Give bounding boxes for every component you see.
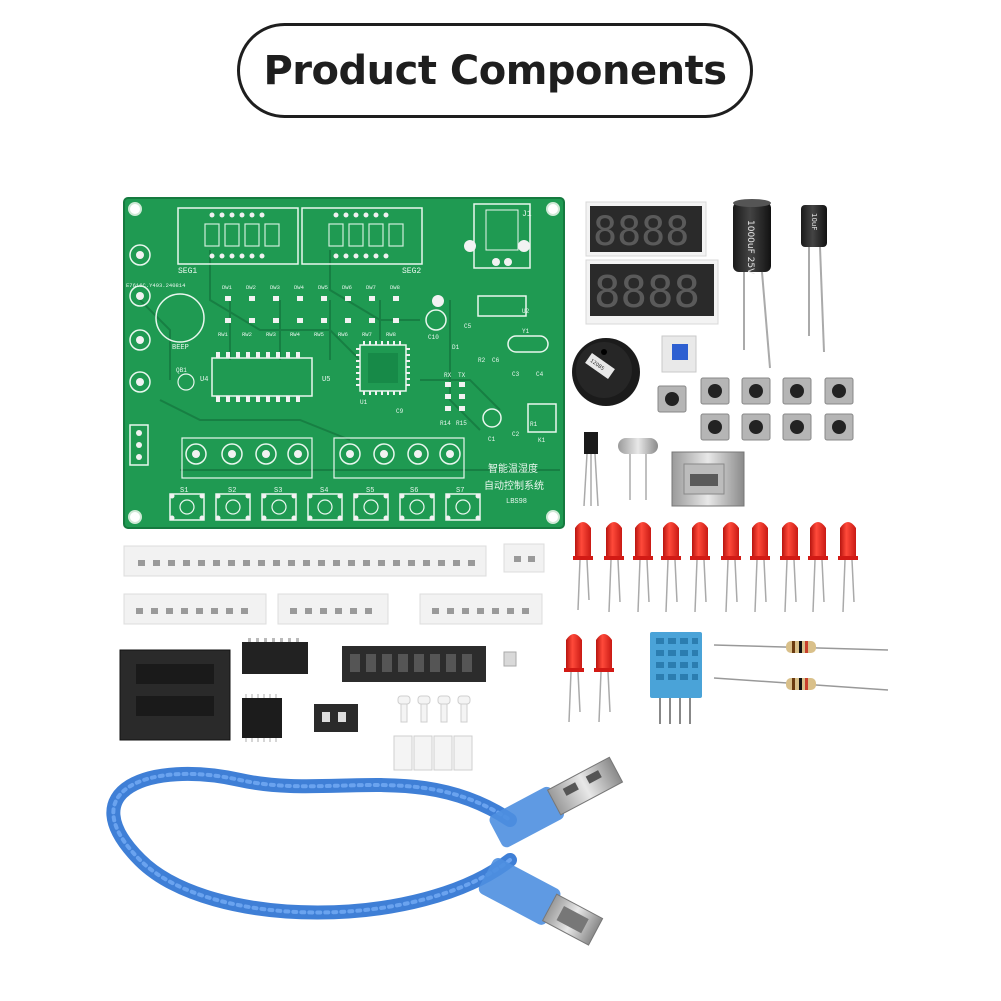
svg-text:S4: S4 [320, 487, 328, 495]
seven-segment-display-1: 8888 [585, 201, 707, 257]
led-group-2 [564, 634, 614, 723]
seg2-label: SEG2 [402, 267, 421, 276]
usb-b-socket [671, 451, 745, 507]
r14-label: R14 [440, 420, 451, 427]
rx-label: RX [444, 372, 452, 379]
capacitor-large: 1000uF 25V [733, 199, 771, 369]
tx-label: TX [458, 372, 466, 379]
seven-segment-display-2: 8888 [585, 259, 719, 325]
c10-label: C10 [428, 334, 439, 341]
title-banner: Product Components [237, 23, 753, 118]
r15-label: R15 [456, 420, 467, 427]
usb-cable [106, 756, 624, 946]
self-lock-switch [661, 335, 697, 373]
c6-label: C6 [492, 357, 500, 364]
r2-label: R2 [478, 357, 486, 364]
svg-text:DW1: DW1 [222, 284, 233, 291]
tactile-buttons [657, 377, 854, 441]
svg-text:10uF: 10uF [810, 213, 818, 230]
svg-text:RW7: RW7 [362, 331, 372, 338]
led-group-1 [573, 522, 858, 613]
c4-label: C4 [536, 371, 544, 378]
svg-text:RW5: RW5 [314, 331, 324, 338]
u4-label: U4 [200, 376, 208, 384]
svg-text:DW4: DW4 [294, 284, 305, 291]
svg-text:S3: S3 [274, 487, 282, 495]
svg-text:1000uF 25V: 1000uF 25V [745, 220, 755, 275]
resistor-1 [713, 641, 889, 653]
beep-label: BEEP [172, 344, 189, 352]
svg-text:RW4: RW4 [290, 331, 301, 338]
standoffs-screws [393, 695, 473, 771]
smd-tape-strips [123, 543, 545, 625]
svg-text:S2: S2 [228, 487, 236, 495]
board-code: E7616C.Y493.240814 [126, 282, 186, 289]
svg-text:DW3: DW3 [270, 284, 280, 291]
d1-label: D1 [452, 344, 460, 351]
svg-text:S6: S6 [410, 487, 418, 495]
board-cn-title-2: 自动控制系统 [484, 479, 544, 492]
u1-label: U1 [360, 399, 368, 406]
svg-text:RW1: RW1 [218, 331, 229, 338]
qb1-label: QB1 [176, 367, 187, 374]
page-title: Product Components [263, 47, 727, 94]
crystal-oscillator [618, 438, 658, 500]
svg-text:RW8: RW8 [386, 331, 396, 338]
u2-label: U2 [522, 308, 530, 315]
svg-text:S7: S7 [456, 487, 464, 495]
seg1-label: SEG1 [178, 267, 197, 276]
y1-label: Y1 [522, 328, 530, 335]
board-cn-title-1: 智能温湿度 [488, 462, 538, 475]
svg-text:DW6: DW6 [342, 284, 352, 291]
capacitor-small: 10uF [801, 205, 827, 353]
svg-text:RW3: RW3 [266, 331, 276, 338]
c9-label: C9 [396, 408, 404, 415]
svg-text:S1: S1 [180, 487, 188, 495]
u5-label: U5 [322, 376, 330, 384]
svg-text:S5: S5 [366, 487, 374, 495]
buzzer: 12085 [572, 338, 640, 406]
c1-label: C1 [488, 436, 496, 443]
svg-text:DW5: DW5 [318, 284, 328, 291]
svg-text:RW2: RW2 [242, 331, 252, 338]
board-model: LBS98 [506, 498, 527, 506]
c5-label: C5 [464, 323, 472, 330]
switch-footprints: S1 S2 S3 S4 S5 S6 S7 [169, 487, 481, 521]
svg-text:8888: 8888 [594, 267, 700, 318]
k1-label: K1 [538, 437, 546, 444]
svg-text:DW8: DW8 [390, 284, 400, 291]
c2-label: C2 [512, 431, 520, 438]
dw-row: DW1 DW2 DW3 DW4 DW5 DW6 DW7 DW8 RW1 RW2 … [218, 284, 400, 338]
svg-text:8888: 8888 [593, 209, 689, 255]
svg-text:DW2: DW2 [246, 284, 256, 291]
ic-chips [119, 638, 517, 742]
svg-text:DW7: DW7 [366, 284, 376, 291]
resistor-2 [713, 677, 889, 691]
transistor [583, 432, 599, 507]
j1-label: J1 [522, 210, 532, 219]
r1-label: R1 [530, 421, 538, 428]
svg-text:RW6: RW6 [338, 331, 348, 338]
pcb-board: SEG1 SEG2 J1 BEEP E7616C.Y493.240814 QB1… [123, 197, 565, 529]
dht11-sensor [650, 632, 702, 724]
c3-label: C3 [512, 371, 520, 378]
